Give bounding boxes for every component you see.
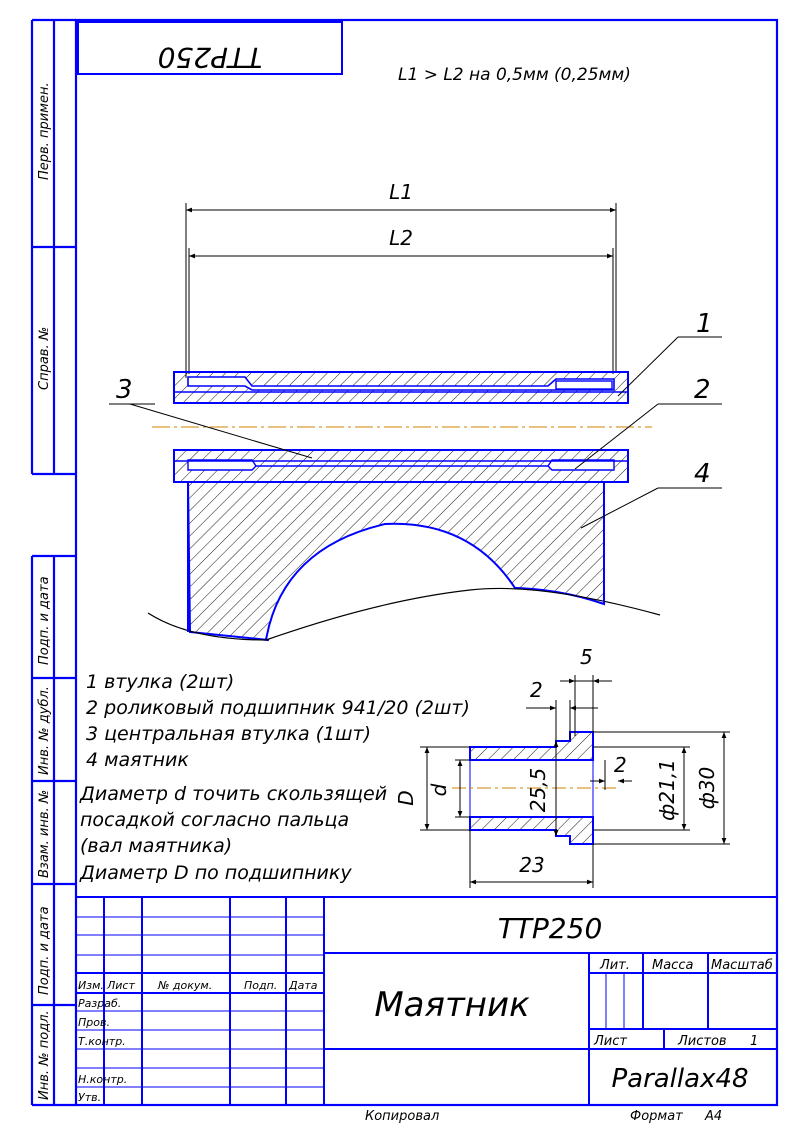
dim-l2: L2 — [389, 226, 413, 250]
upper-bushing-section — [173, 371, 629, 404]
leader-1: 1 — [696, 309, 713, 339]
label-podp-data-2: Подп. и дата — [37, 906, 52, 995]
main-dimensions — [185, 203, 617, 378]
title-list-label: Лист — [593, 1034, 627, 1049]
label-podp-data-1: Подп. и дата — [37, 576, 52, 665]
dim-l1: L1 — [389, 180, 413, 204]
row-utv: Утв. — [78, 1091, 101, 1104]
detail-dimension-lines — [420, 675, 730, 888]
leaders — [109, 336, 722, 529]
title-masshtab: Масштаб — [711, 958, 773, 973]
title-massa: Масса — [652, 958, 693, 973]
parts-note-2: посадкой согласно пальца — [80, 809, 349, 831]
parts-item-4: 4 маятник — [86, 749, 189, 771]
col-docnum: № докум. — [157, 979, 212, 992]
leader-3: 3 — [116, 375, 133, 405]
parts-item-1: 1 втулка (2шт) — [86, 671, 234, 693]
dim-d21-1: ф21,1 — [655, 759, 679, 821]
dim-2-inner: 2 — [614, 753, 627, 777]
title-block-thin — [76, 916, 625, 1088]
row-tkontr: Т.контр. — [78, 1035, 126, 1048]
col-izm: Изм. — [78, 979, 104, 992]
stamp-mirrored: TTP250 — [158, 41, 263, 74]
side-labels: Перв. примен. Справ. № Подп. и дата Инв.… — [37, 82, 52, 1100]
col-podp: Подп. — [244, 979, 277, 992]
footer-format-value: A4 — [704, 1109, 722, 1124]
title-lit: Лит. — [599, 958, 630, 973]
parts-list: 1 втулка (2шт) 2 роликовый подшипник 941… — [79, 671, 470, 884]
title-listov-value: 1 — [750, 1034, 758, 1049]
sheet-frame — [30, 18, 779, 1107]
dim-D: D — [394, 790, 418, 805]
stamp-box: TTP250 — [77, 21, 343, 75]
row-razrab: Разраб. — [78, 997, 121, 1010]
label-inv-podl: Инв. № подл. — [37, 1010, 52, 1100]
parts-item-3: 3 центральная втулка (1шт) — [86, 723, 371, 745]
title-listov-label: Листов — [677, 1034, 727, 1049]
row-nkontr: Н.контр. — [78, 1073, 127, 1086]
label-perv-primen: Перв. примен. — [37, 82, 52, 180]
dim-25-5: 25,5 — [526, 768, 550, 813]
col-list: Лист — [106, 979, 135, 992]
title-block-text: Изм. Лист № докум. Подп. Дата Разраб. Пр… — [78, 912, 773, 1104]
label-inv-dubl: Инв. № дубл. — [37, 686, 52, 775]
leader-2: 2 — [694, 375, 711, 405]
dim-d30: ф30 — [695, 767, 719, 810]
parts-item-2: 2 роликовый подшипник 941/20 (2шт) — [86, 697, 470, 719]
parts-note-3: (вал маятника) — [80, 835, 232, 857]
title-designation: TTP250 — [498, 912, 603, 945]
dim-2-top: 2 — [530, 678, 543, 702]
dim-5: 5 — [580, 645, 593, 669]
note-top: L1 > L2 на 0,5мм (0,25мм) — [398, 65, 631, 85]
parts-note-1: Диаметр d точить скользящей — [79, 783, 387, 805]
pendulum-section — [147, 481, 661, 642]
dim-d: d — [427, 783, 451, 796]
title-company: Parallax48 — [611, 1064, 748, 1094]
central-bushing-section — [173, 449, 629, 632]
label-sprav-no: Справ. № — [37, 327, 52, 390]
col-data: Дата — [288, 979, 318, 992]
row-prov: Пров. — [78, 1016, 110, 1029]
title-name: Маятник — [374, 985, 530, 1025]
title-block — [76, 896, 777, 1105]
footer-format-label: Формат — [630, 1109, 683, 1124]
footer-copied: Копировал — [365, 1109, 439, 1124]
leader-4: 4 — [694, 459, 711, 489]
detail-dimension-labels: 5 2 2 D d 25,5 ф21,1 ф30 23 — [394, 645, 719, 877]
parts-note-4: Диаметр D по подшипнику — [79, 862, 352, 884]
label-vzam-inv: Взам. инв. № — [37, 790, 52, 878]
dim-23: 23 — [519, 853, 544, 877]
